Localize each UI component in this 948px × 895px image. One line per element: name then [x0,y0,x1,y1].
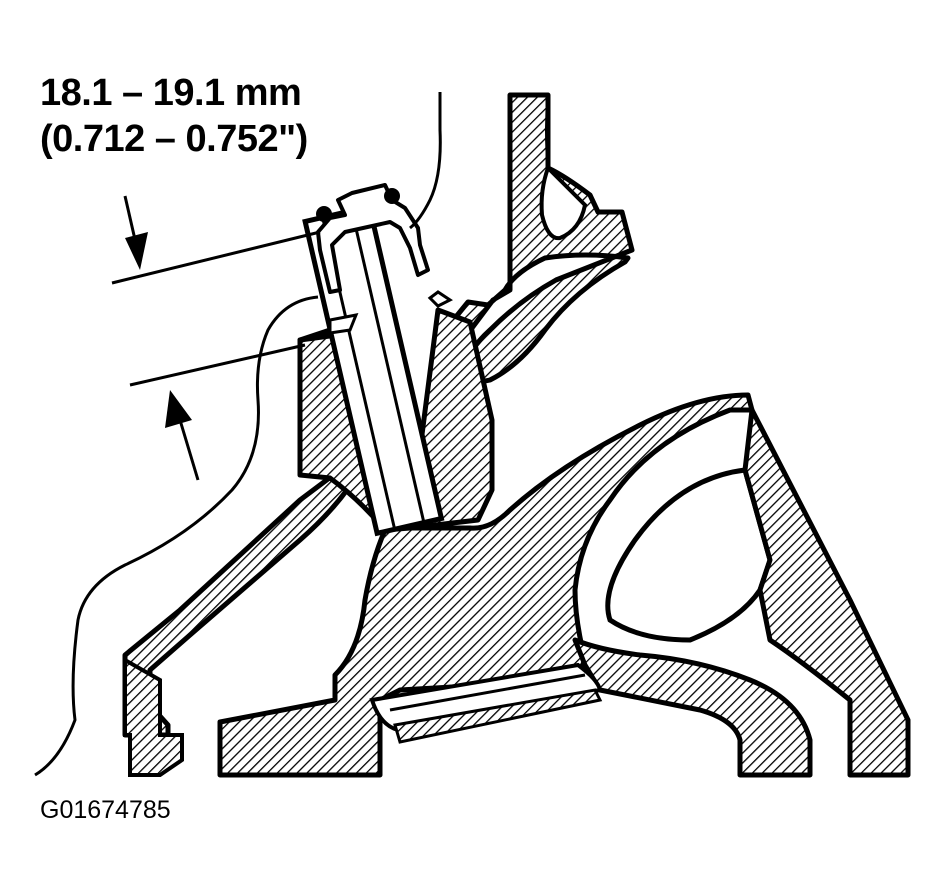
arrow-up-shaft [178,419,200,481]
valve-stem-seal [316,183,430,294]
dimension-imperial-label: (0.712 – 0.752") [40,118,308,160]
break-line-top [409,92,442,230]
oil-passage-tube-line [389,673,586,712]
figure-reference-id: G01674785 [40,796,171,824]
cylinder-head-upper-wall [452,92,635,384]
seal-spring-right [384,188,400,204]
oil-passage-tube-hatch [393,688,603,744]
arrow-down-head [125,232,148,270]
exhaust-port-cavity [605,467,773,643]
arrow-up-head [165,390,192,428]
dimension-metric-label: 18.1 – 19.1 mm [40,72,302,114]
port-wall [539,164,588,241]
break-line-inner [545,94,550,169]
seal-spring-left [316,206,332,222]
dimension-extension-lower [129,343,306,387]
dimension-extension-upper [111,230,321,285]
spring-seat-washer [328,290,453,335]
lower-left-casting [123,656,184,777]
center-web [217,392,755,778]
break-line [34,295,319,777]
cylinder-head-right-wall [742,407,911,778]
lower-right-casting [572,637,813,778]
